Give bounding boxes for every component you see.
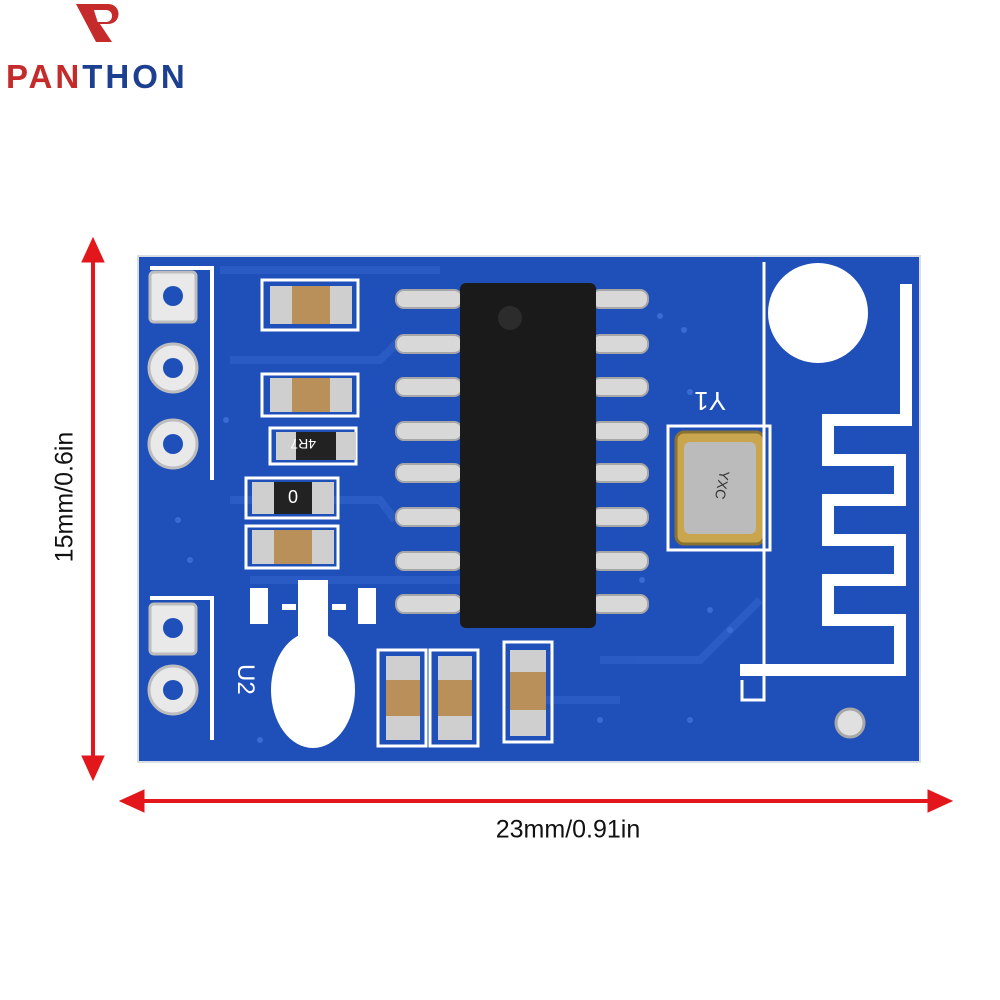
- brand-logo: PANTHON: [0, 0, 220, 110]
- header-pins: [147, 270, 199, 716]
- crystal-marking: YXC: [712, 469, 733, 500]
- antenna-trace: [740, 284, 912, 676]
- silkscreen-zero: 0: [288, 487, 298, 507]
- height-dimension-label: 15mm/0.6in: [50, 431, 79, 563]
- panthon-logo-icon: [76, 4, 119, 42]
- silkscreen-u2: U2: [232, 664, 259, 695]
- width-dimension-label: 23mm/0.91in: [495, 815, 641, 844]
- width-arrow: [118, 789, 954, 813]
- silkscreen-y1: Y1: [694, 386, 726, 416]
- main-ic-chip: [460, 283, 596, 628]
- brand-name: PANTHON: [6, 58, 188, 95]
- silkscreen-resistor: 4R7: [290, 436, 316, 452]
- height-arrow: [81, 236, 105, 782]
